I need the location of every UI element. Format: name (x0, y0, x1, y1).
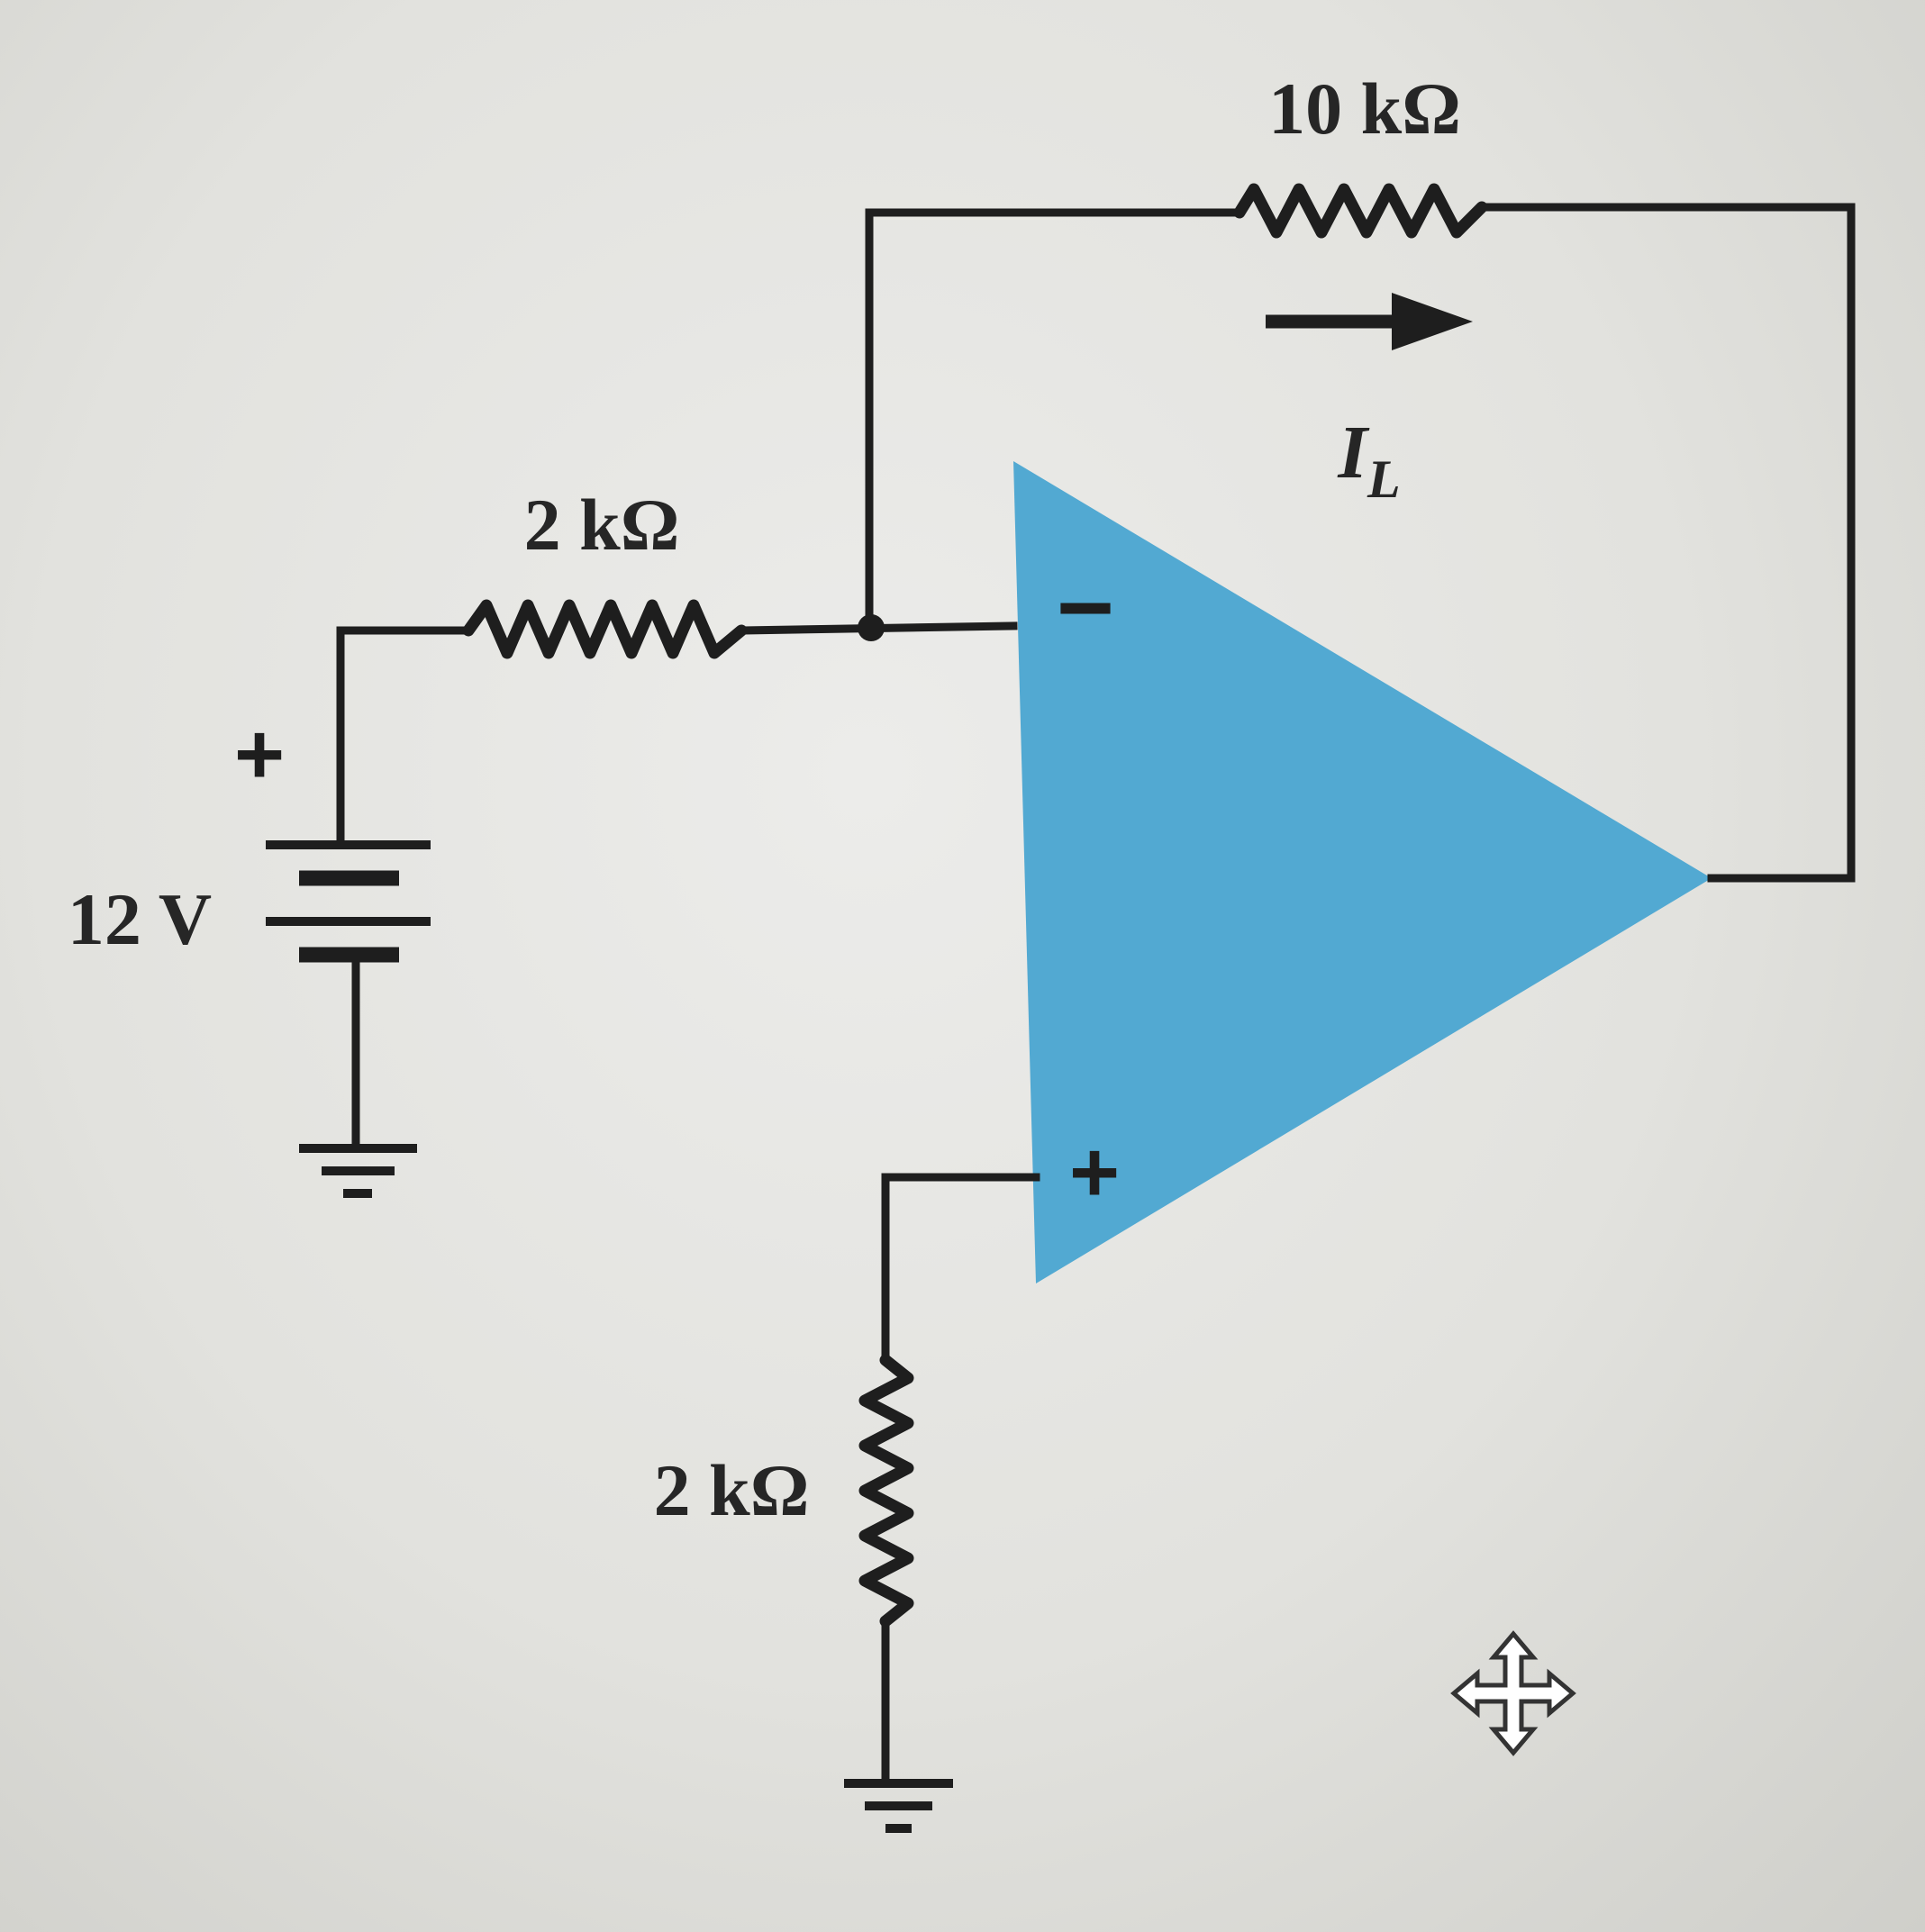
opamp-noninverting-sign: + (1069, 1124, 1120, 1220)
battery-ground-icon (299, 1144, 417, 1198)
ground-resistor-label: 2 kΩ (654, 1449, 810, 1531)
current-symbol: I (1337, 411, 1370, 494)
battery-plus-sign: + (234, 706, 285, 803)
opamp-inverting-sign: − (1057, 552, 1114, 663)
input-resistor (462, 599, 748, 659)
junction-node (858, 614, 885, 641)
current-subscript: L (1367, 449, 1401, 509)
current-label: IL (1337, 411, 1400, 509)
feedback-resistor-label: 10 kΩ (1268, 68, 1461, 150)
move-cursor-icon (1450, 1630, 1576, 1756)
input-wire (336, 621, 1018, 842)
current-arrow-icon (1266, 293, 1473, 350)
feedback-resistor (1233, 183, 1488, 239)
battery-voltage-label: 12 V (68, 878, 212, 960)
input-resistor-label: 2 kΩ (524, 484, 680, 566)
opamp-triangle (1013, 461, 1712, 1283)
feedback-wire (865, 203, 1856, 883)
noninverting-wire (881, 1173, 1040, 1365)
resistor-ground-icon (844, 1779, 953, 1833)
ground-resistor (858, 1354, 914, 1628)
